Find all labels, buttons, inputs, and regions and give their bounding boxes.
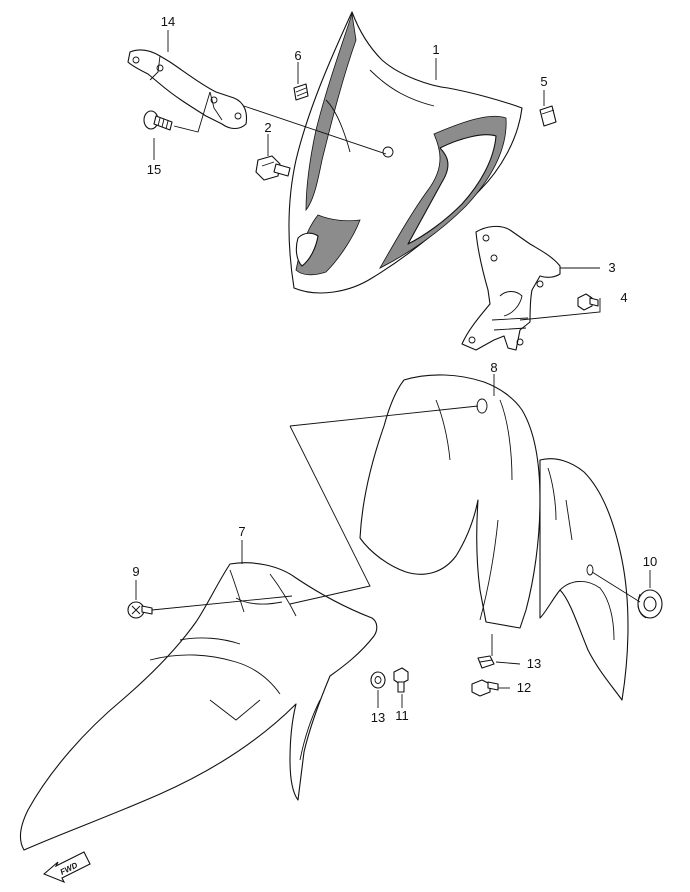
bolt-part-11 (393, 667, 409, 693)
callout-11: 11 (395, 708, 409, 723)
screw-part-4 (577, 293, 599, 311)
callout-6: 6 (294, 48, 301, 63)
callout-15: 15 (147, 162, 161, 177)
callout-14: 14 (161, 14, 175, 29)
callout-10: 10 (643, 554, 657, 569)
grommet-part-10 (637, 589, 663, 619)
front-cowl-part-1 (288, 11, 523, 294)
callout-8: 8 (490, 360, 497, 375)
screw-part-15 (143, 110, 173, 131)
nut-clip-part-5 (539, 105, 557, 127)
fwd-arrow-icon: FWD (42, 851, 91, 884)
callout-9: 9 (132, 564, 139, 579)
callout-13-left: 13 (371, 710, 385, 725)
mounting-bracket-part-3 (461, 225, 561, 351)
callout-7: 7 (238, 524, 245, 539)
front-fender-part-7 (19, 562, 378, 851)
bolt-part-12 (471, 679, 499, 697)
callout-3: 3 (608, 260, 615, 275)
callout-1: 1 (432, 42, 439, 57)
clip-part-6 (293, 83, 309, 101)
collar-part-13-right (477, 655, 495, 669)
leader-lines (135, 30, 651, 708)
callout-labels: 1 2 3 4 5 6 7 8 9 10 11 12 13 13 14 15 (132, 14, 657, 725)
fastener-part-9 (127, 601, 153, 619)
callout-2: 2 (264, 120, 271, 135)
callout-4: 4 (620, 290, 627, 305)
callout-5: 5 (540, 74, 547, 89)
bolt-part-2 (255, 155, 291, 181)
callout-12: 12 (517, 680, 531, 695)
collar-part-13-left (370, 671, 386, 689)
bracket-part-14 (127, 49, 248, 130)
inner-fender-part-8 (359, 374, 629, 701)
callout-13-right: 13 (527, 656, 541, 671)
